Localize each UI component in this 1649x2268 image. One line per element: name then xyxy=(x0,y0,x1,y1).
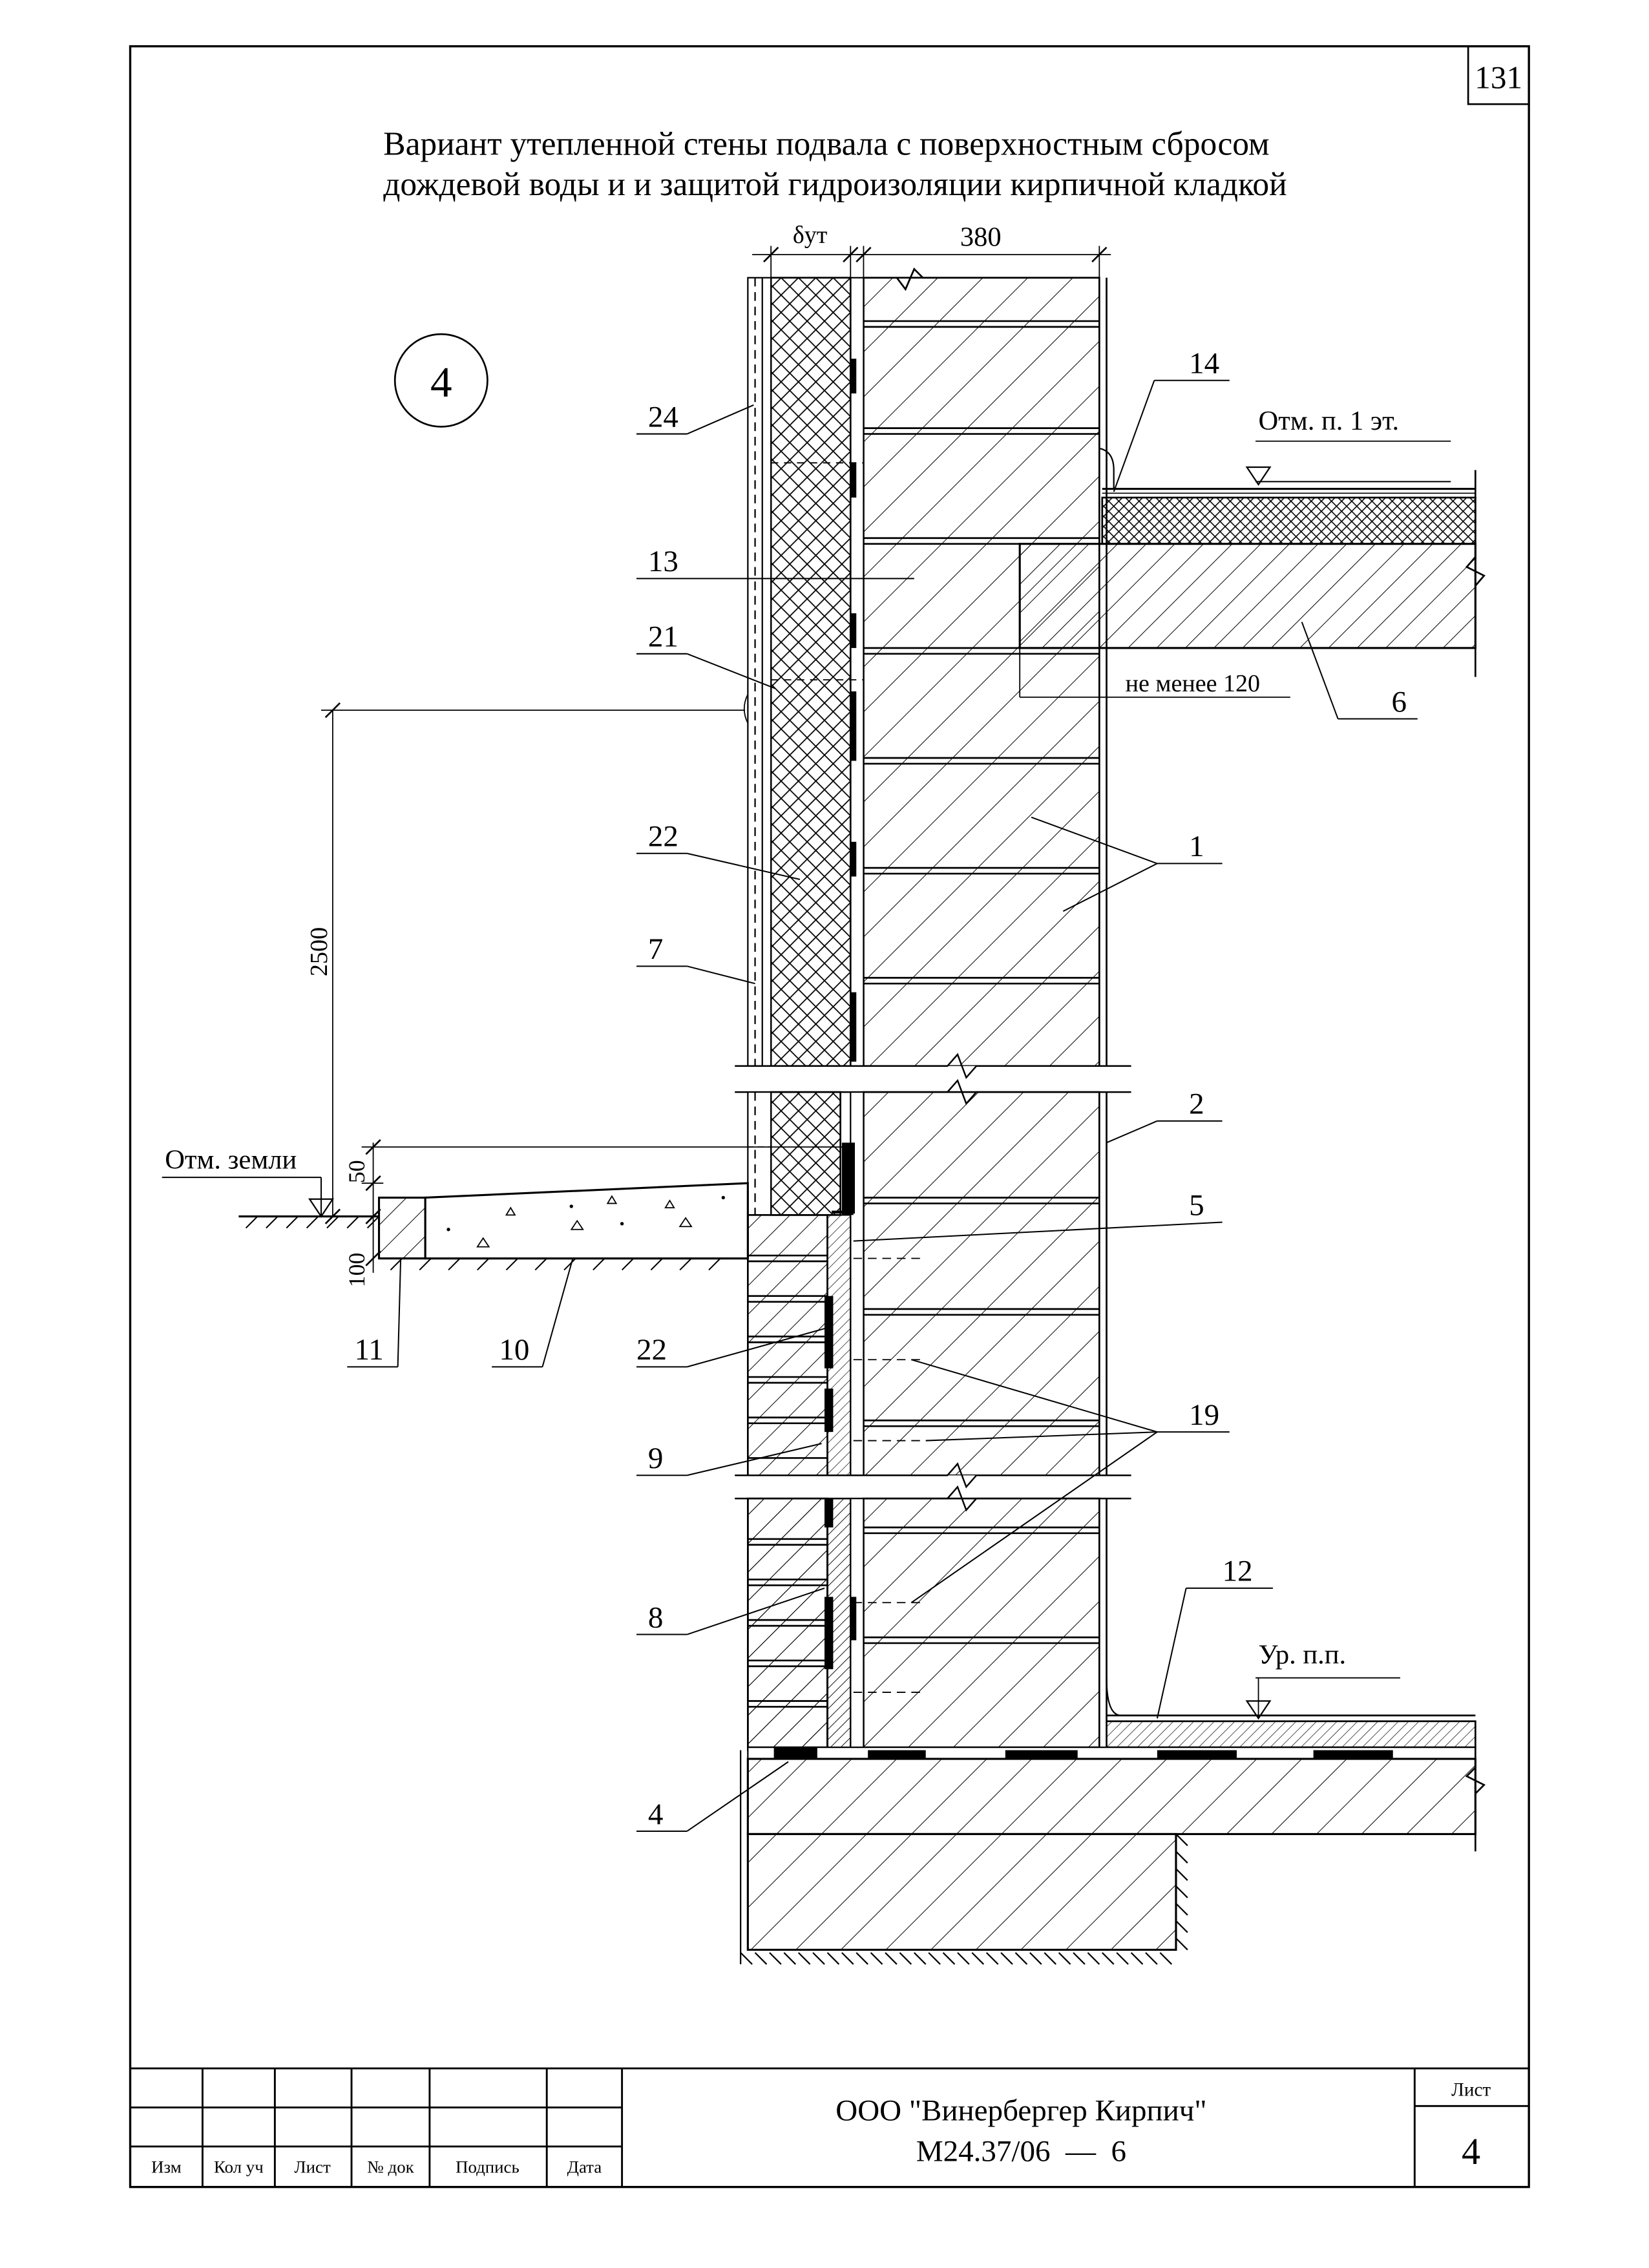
exterior-finish-upper xyxy=(747,277,772,1067)
tb-col-podpis: Подпись xyxy=(456,2157,520,2176)
detail-number: 4 xyxy=(430,357,452,406)
callout-11: 11 xyxy=(354,1333,383,1367)
concrete-blind-area xyxy=(424,1182,749,1260)
callout-21: 21 xyxy=(648,620,678,654)
tb-sheet-label: Лист xyxy=(1451,2080,1491,2101)
callout-5: 5 xyxy=(1189,1188,1204,1222)
tb-col-ndok: № док xyxy=(367,2157,414,2176)
insulation-upper xyxy=(770,277,852,1067)
callout-6: 6 xyxy=(1391,685,1407,719)
callout-12: 12 xyxy=(1223,1555,1253,1588)
detail-number-circle xyxy=(394,333,488,428)
callout-1: 1 xyxy=(1189,830,1204,863)
callout-24: 24 xyxy=(648,400,678,434)
floor-slab xyxy=(1018,543,1476,649)
callout-9: 9 xyxy=(648,1442,664,1475)
foundation-slab xyxy=(746,1758,1476,1836)
title-line-2: дождевой воды и и защитой гидроизоляции … xyxy=(383,166,1287,203)
tb-col-kol: Кол уч xyxy=(214,2157,264,2176)
page-number-box xyxy=(1467,45,1530,105)
tb-doc-code: М24.37/06 — 6 xyxy=(916,2134,1126,2168)
basement-floor-finish xyxy=(1106,1720,1476,1748)
page-number: 131 xyxy=(1475,60,1522,96)
callout-4: 4 xyxy=(648,1798,664,1831)
foundation-footing xyxy=(746,1832,1177,1951)
tb-col-izm: Изм xyxy=(151,2157,182,2176)
dim-100-label: 100 xyxy=(344,1253,370,1288)
title-line-1: Вариант утепленной стены подвала с повер… xyxy=(383,126,1269,163)
brick-wall-upper xyxy=(863,277,1100,1067)
callout-19: 19 xyxy=(1189,1398,1219,1432)
callout-7: 7 xyxy=(648,932,664,966)
basement-floor-elevation-label: Ур. п.п. xyxy=(1259,1639,1347,1670)
height-2500-label: 2500 xyxy=(306,927,333,976)
floor-insulation-layer xyxy=(1101,496,1476,545)
curb-stone xyxy=(377,1196,426,1260)
insulation-thickness-label: δут xyxy=(793,222,828,249)
callout-13: 13 xyxy=(648,545,678,578)
min-bearing-label: не менее 120 xyxy=(1126,670,1260,697)
dim-50-label: 50 xyxy=(344,1160,370,1183)
first-floor-elevation-label: Отм. п. 1 эт. xyxy=(1259,406,1400,436)
callout-22-upper: 22 xyxy=(648,820,678,854)
brick-wall-lower xyxy=(863,1497,1100,1748)
callout-8: 8 xyxy=(648,1601,664,1634)
brick-wall-middle xyxy=(863,1091,1100,1476)
tb-col-data: Дата xyxy=(567,2157,602,2176)
tb-company: ООО "Винербергер Кирпич" xyxy=(835,2094,1206,2128)
tb-sheet-number: 4 xyxy=(1462,2130,1480,2172)
sheet-frame xyxy=(129,45,1530,2189)
callout-22-lower: 22 xyxy=(636,1333,667,1367)
callout-14: 14 xyxy=(1189,347,1219,381)
ground-elevation-label: Отм. земли xyxy=(165,1145,297,1175)
wall-thickness-label: 380 xyxy=(960,222,1002,253)
callout-2: 2 xyxy=(1189,1087,1204,1121)
callout-10: 10 xyxy=(499,1333,529,1367)
tb-col-list: Лист xyxy=(294,2157,331,2176)
